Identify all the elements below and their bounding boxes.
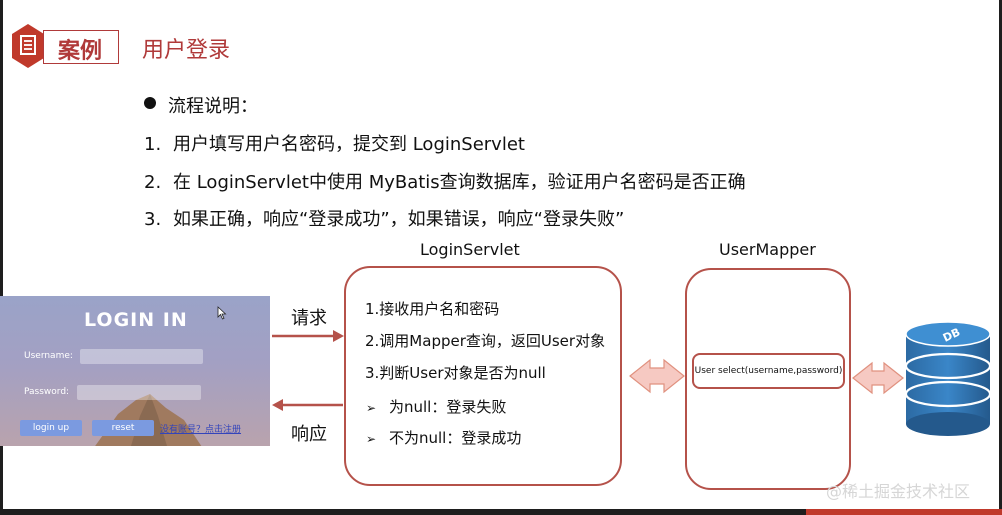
servlet-step: 2.调用Mapper查询，返回User对象	[365, 332, 606, 350]
page-title: 用户登录	[142, 38, 231, 63]
top-bar	[0, 0, 1002, 4]
servlet-branch-text: 为null：登录失败	[389, 398, 507, 416]
login-button[interactable]: login up	[20, 420, 82, 436]
database-icon: DB	[904, 321, 992, 436]
flow-step: 3. 如果正确，响应“登录成功”，如果错误，响应“登录失败”	[144, 205, 624, 231]
username-input[interactable]	[80, 349, 203, 364]
servlet-box	[344, 266, 622, 486]
header-tag: 案例	[58, 39, 103, 64]
flow-step-text: 如果正确，响应“登录成功”，如果错误，响应“登录失败”	[173, 209, 625, 230]
bullet-dot	[144, 97, 156, 109]
chevron-right-icon: ➢	[366, 401, 377, 415]
request-label: 请求	[291, 308, 327, 329]
flow-step-text: 在 LoginServlet中使用 MyBatis查询数据库，验证用户名密码是否…	[173, 172, 746, 193]
mapper-title: UserMapper	[719, 240, 816, 259]
password-input[interactable]	[77, 385, 201, 400]
password-label: Password:	[24, 387, 70, 397]
reset-button[interactable]: reset	[92, 420, 154, 436]
servlet-branch: ➢ 不为null：登录成功	[366, 427, 521, 448]
flow-step-number: 2.	[144, 172, 162, 193]
login-form-screenshot: LOGIN IN Username: Password: login up re…	[0, 296, 270, 446]
mapper-method: User select(username,password)	[692, 353, 845, 389]
response-arrow	[272, 399, 343, 411]
bottom-bar	[0, 509, 1002, 515]
right-edge	[999, 0, 1002, 515]
flow-step-number: 3.	[144, 209, 162, 230]
header-tag-box	[43, 30, 119, 64]
request-arrow	[272, 330, 344, 342]
mouse-cursor-icon	[217, 306, 227, 320]
flow-step: 1. 用户填写用户名密码，提交到 LoginServlet	[144, 130, 525, 156]
servlet-step: 3.判断User对象是否为null	[365, 364, 546, 382]
servlet-title: LoginServlet	[420, 240, 520, 259]
servlet-branch-text: 不为null：登录成功	[389, 429, 522, 447]
servlet-mapper-double-arrow	[629, 358, 685, 394]
register-link[interactable]: 没有账号？点击注册	[160, 425, 242, 435]
flow-step-number: 1.	[144, 134, 162, 155]
flow-step: 2. 在 LoginServlet中使用 MyBatis查询数据库，验证用户名密码…	[144, 168, 746, 194]
servlet-branch: ➢ 为null：登录失败	[366, 396, 506, 417]
document-badge-icon	[12, 24, 44, 68]
username-label: Username:	[24, 351, 73, 361]
chevron-right-icon: ➢	[366, 432, 377, 446]
left-edge	[0, 0, 3, 515]
mapper-box	[685, 268, 851, 490]
bottom-accent-bar	[806, 509, 1002, 515]
flow-step-text: 用户填写用户名密码，提交到 LoginServlet	[173, 134, 525, 155]
watermark: @稀土掘金技术社区	[826, 482, 971, 501]
login-title: LOGIN IN	[84, 309, 188, 331]
servlet-step: 1.接收用户名和密码	[365, 300, 500, 318]
response-label: 响应	[291, 424, 327, 445]
flow-heading: 流程说明：	[168, 96, 258, 117]
mapper-db-double-arrow	[852, 361, 904, 395]
